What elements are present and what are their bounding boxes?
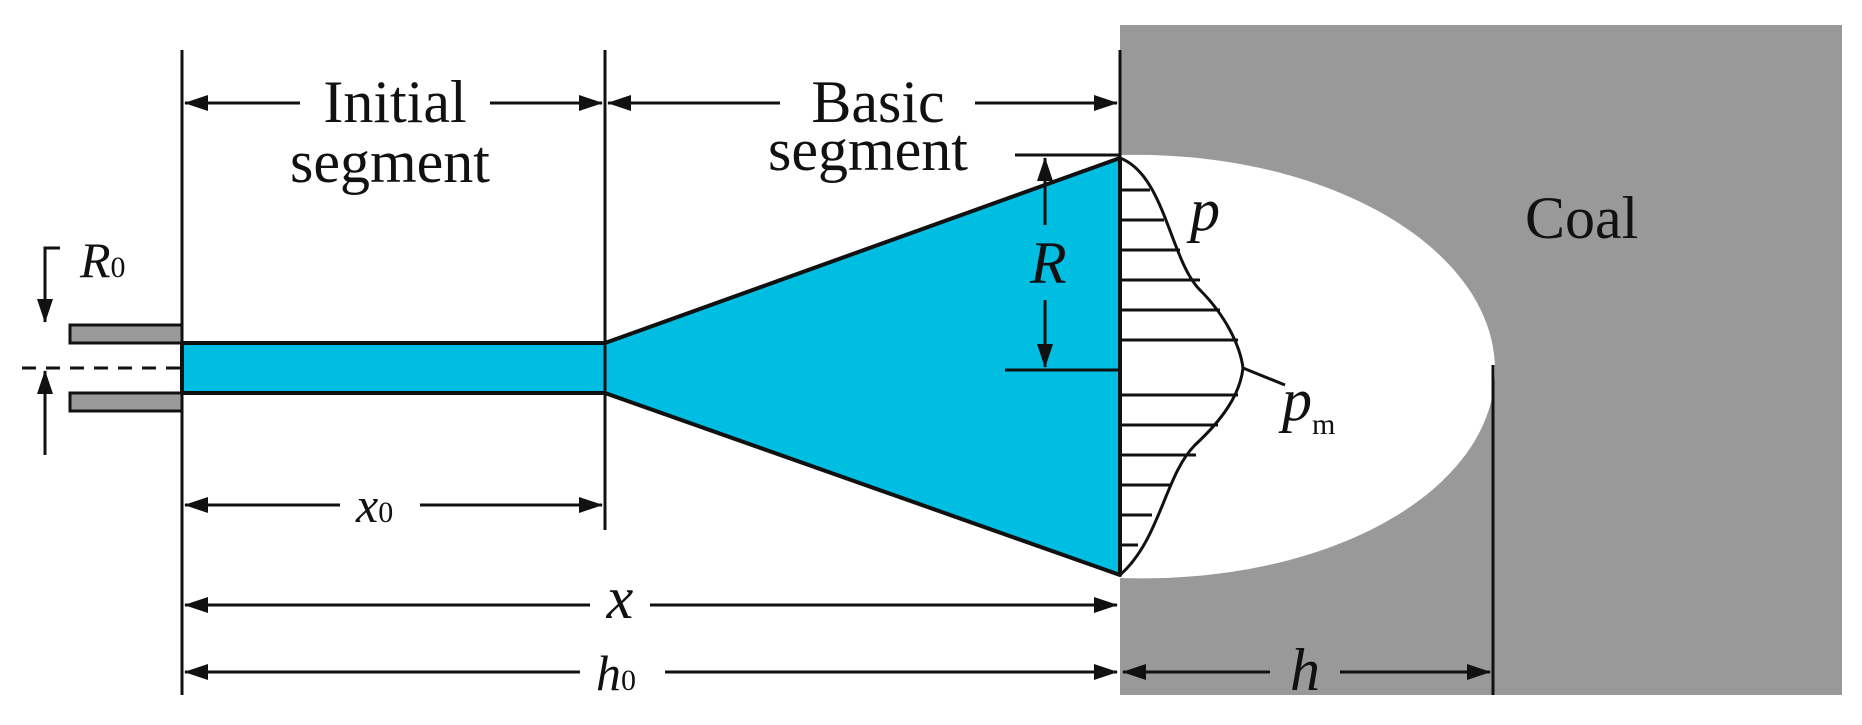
velocity-profile-hatching (1120, 188, 1238, 547)
r0-leader (37, 246, 60, 323)
basic-segment-label-line2: segment (768, 117, 968, 183)
p-label: p (1186, 177, 1220, 243)
coal-label: Coal (1525, 185, 1638, 251)
basic-segment-label-line1: Basic (811, 69, 944, 135)
pm-label: pm (1278, 367, 1335, 441)
velocity-profile-curve (1119, 156, 1245, 577)
nozzle-upper-wall (68, 323, 184, 345)
initial-segment-label-line2: segment (290, 129, 490, 195)
x0-label: x0 (355, 477, 393, 533)
x-label: x (606, 565, 634, 631)
r0-label: R0 (79, 232, 126, 288)
water-jet (180, 156, 1122, 577)
initial-segment-label-line1: Initial (323, 69, 466, 135)
r-label: R (1029, 230, 1067, 296)
pm-leader-line (1242, 366, 1286, 387)
coal-cavity (1120, 154, 1495, 579)
h-label: h (1290, 637, 1320, 703)
h0-label: h0 (596, 645, 636, 701)
nozzle-lower-wall (68, 391, 184, 413)
